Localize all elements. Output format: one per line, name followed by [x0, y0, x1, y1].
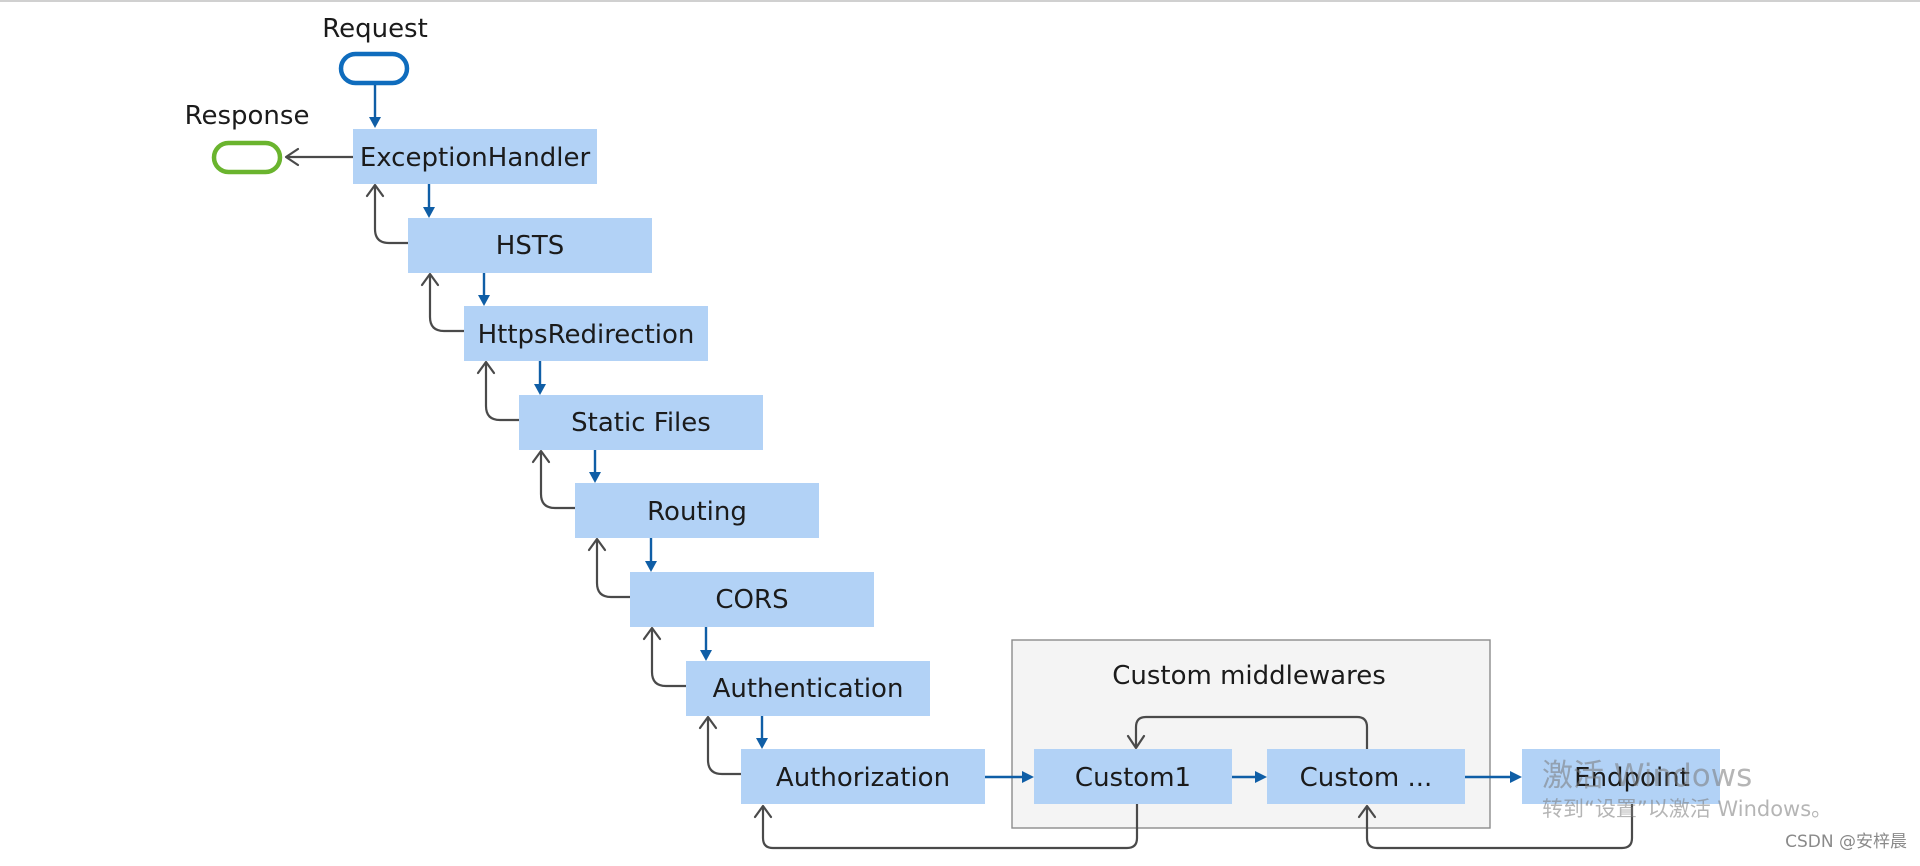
request-terminal [338, 51, 410, 86]
node-label: HttpsRedirection [478, 320, 695, 350]
return-arrow-line [1365, 804, 1634, 850]
node-label: Custom ... [1300, 763, 1433, 793]
forward-arrow-head [534, 384, 546, 395]
return-arrow-head [365, 183, 385, 198]
forward-arrow-head [1022, 771, 1034, 783]
forward-arrow-head [1255, 771, 1267, 783]
return-arrow-head [1357, 804, 1377, 819]
activation-watermark-title: 激活 Windows [1542, 758, 1753, 794]
return-arrow-line [539, 451, 575, 510]
return-arrow-head [476, 360, 496, 375]
node-label: Authentication [713, 674, 904, 704]
forward-arrow-head [369, 117, 381, 128]
forward-arrow-head [423, 207, 435, 218]
node-cors: CORS [630, 572, 874, 627]
return-arrow-line [706, 717, 741, 776]
custom-middlewares-title: Custom middlewares [1112, 661, 1386, 691]
node-https-redirection: HttpsRedirection [464, 306, 708, 361]
loop-arrow-head [1126, 734, 1146, 750]
forward-arrow-head [700, 650, 712, 661]
node-label: ExceptionHandler [360, 143, 591, 173]
return-arrow-head [642, 626, 662, 641]
response-terminal [211, 140, 283, 175]
source-credit: CSDN @安梓晨 [1785, 832, 1907, 852]
activation-watermark-subtitle: 转到“设置”以激活 Windows。 [1542, 797, 1833, 821]
node-hsts: HSTS [408, 218, 652, 273]
node-endpoint: Endpoint [1522, 749, 1720, 804]
return-arrow-head [698, 715, 718, 730]
return-arrow-line [595, 539, 630, 599]
return-arrow-line [428, 274, 464, 333]
return-arrow-head [420, 272, 440, 287]
node-exception-handler: ExceptionHandler [353, 129, 597, 184]
request-label: Request [322, 14, 428, 44]
forward-arrow-head [645, 561, 657, 572]
node-label: Static Files [571, 408, 711, 438]
return-arrow-head [587, 537, 607, 552]
return-arrow-line [650, 628, 686, 688]
node-label: Custom1 [1075, 763, 1191, 793]
response-label: Response [185, 101, 310, 131]
return-arrow-line [761, 804, 1139, 850]
forward-arrow-head [478, 295, 490, 306]
node-static-files: Static Files [519, 395, 763, 450]
return-arrow-line [484, 362, 519, 422]
connector-layer [284, 85, 1634, 850]
node-custom1: Custom1 [1034, 749, 1232, 804]
forward-arrow-head [756, 738, 768, 749]
node-label: CORS [715, 585, 788, 615]
return-arrow-line [373, 185, 408, 245]
forward-arrow-head [589, 472, 601, 483]
return-arrow-head [531, 449, 551, 464]
node-authorization: Authorization [741, 749, 985, 804]
node-routing: Routing [575, 483, 819, 538]
node-label: HSTS [496, 231, 564, 261]
return-arrow-head [753, 804, 773, 819]
node-label: Endpoint [1574, 763, 1690, 793]
node-custom-more: Custom ... [1267, 749, 1465, 804]
node-label: Authorization [776, 763, 950, 793]
forward-arrow-head [1510, 771, 1522, 783]
node-label: Routing [647, 497, 747, 527]
node-authentication: Authentication [686, 661, 930, 716]
response-arrow-head [284, 147, 300, 167]
loop-arrow-line [1134, 715, 1369, 749]
